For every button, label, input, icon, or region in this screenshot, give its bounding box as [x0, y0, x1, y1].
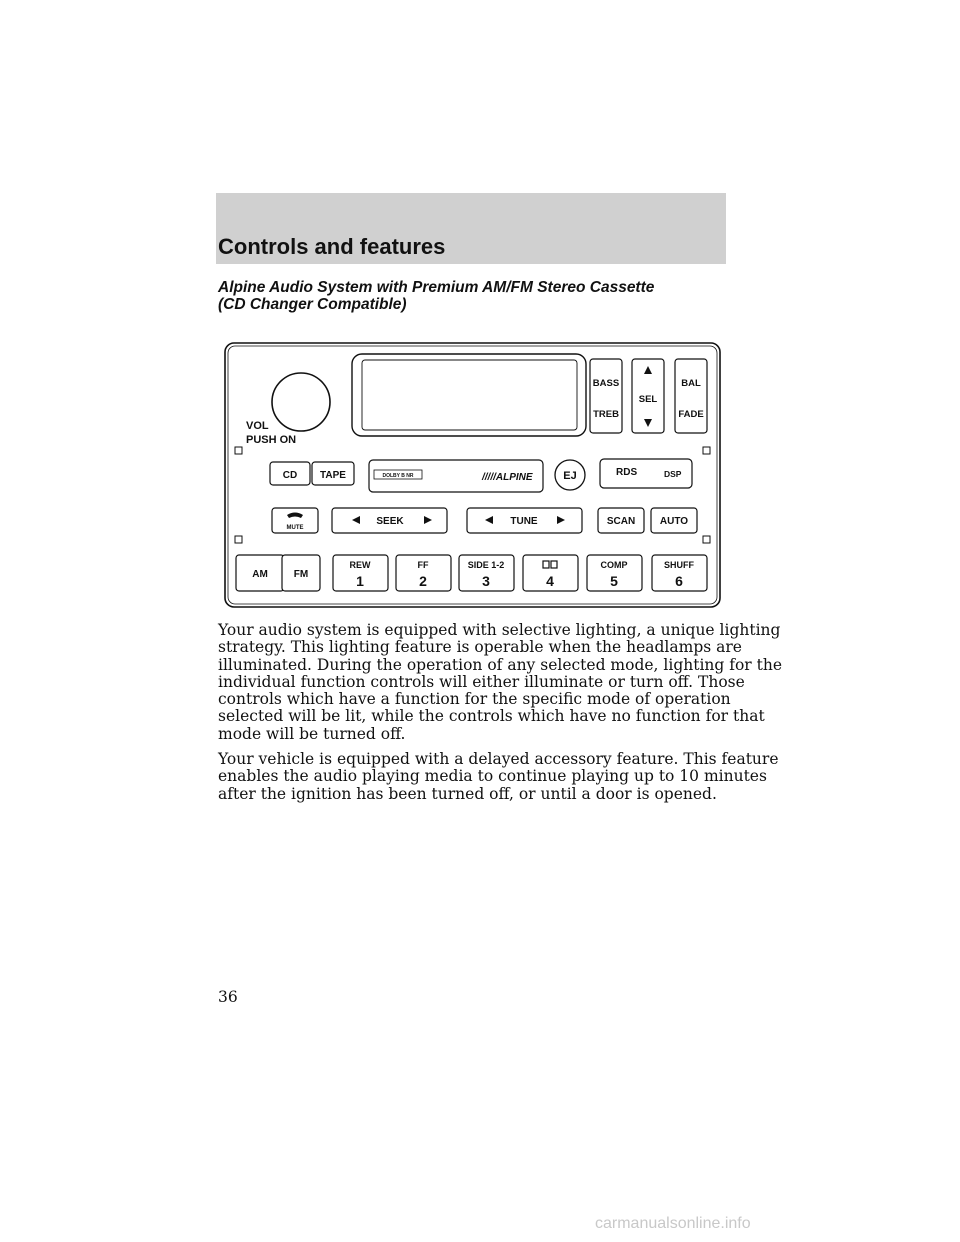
rds-dsp-button	[599, 458, 693, 489]
dolby-double-d-icon	[542, 560, 558, 569]
preset-number: 3	[482, 573, 490, 589]
tape-button	[311, 461, 355, 486]
tune-label: TUNE	[510, 516, 538, 527]
paragraph-selective-lighting: Your audio system is equipped with selec…	[218, 621, 782, 743]
seek-left-icon	[352, 516, 360, 524]
bass-label: BASS	[593, 378, 619, 389]
text-line: controls which have a function for the s…	[218, 690, 731, 709]
sel-up-arrow-icon	[644, 366, 652, 374]
cassette-door	[368, 459, 544, 493]
scan-button	[597, 507, 645, 534]
section-heading-line: (CD Changer Compatible)	[218, 296, 407, 313]
radio-faceplate-illustration: VOL PUSH ON BASS TREB SEL BAL FADE CD TA…	[224, 342, 721, 608]
preset-number: 2	[419, 573, 427, 589]
text-line: Your vehicle is equipped with a delayed …	[218, 750, 779, 769]
preset-label: FF	[418, 560, 429, 570]
seek-button	[331, 507, 448, 534]
preset-number: 6	[675, 573, 683, 589]
auto-label: AUTO	[660, 516, 688, 527]
text-line: individual function controls will either…	[218, 672, 745, 691]
preset-button-2	[395, 554, 452, 592]
preset-number: 5	[610, 573, 618, 589]
text-line: mode will be turned off.	[218, 724, 406, 743]
mute-button	[271, 507, 319, 534]
cd-button	[269, 461, 311, 486]
preset-number: 1	[356, 573, 364, 589]
fade-label: FADE	[678, 409, 703, 420]
preset-button-3	[458, 554, 515, 592]
rds-label: RDS	[616, 467, 637, 478]
preset-button-6	[651, 554, 708, 592]
text-line: selected will be lit, while the controls…	[218, 707, 765, 726]
page-title: Controls and features	[218, 234, 446, 259]
dsp-label: DSP	[664, 469, 682, 479]
tune-right-icon	[557, 516, 565, 524]
body-text: Your audio system is equipped with selec…	[218, 621, 782, 811]
eject-button	[554, 459, 586, 491]
preset-label: COMP	[601, 560, 628, 570]
volume-knob	[271, 372, 331, 432]
section-heading-line: Alpine Audio System with Premium AM/FM S…	[218, 279, 655, 296]
bass-treb-button	[589, 358, 623, 434]
treb-label: TREB	[593, 409, 619, 420]
section-heading: Alpine Audio System with Premium AM/FM S…	[218, 279, 738, 313]
preset-label: SIDE 1-2	[468, 560, 505, 570]
alpine-logo: /////ALPINE	[481, 472, 533, 483]
fm-button	[281, 554, 321, 592]
tune-left-icon	[485, 516, 493, 524]
preset-number: 4	[546, 573, 554, 589]
bal-label: BAL	[681, 378, 701, 389]
phone-icon	[287, 512, 303, 518]
push-on-label: PUSH ON	[246, 434, 296, 446]
mute-label: MUTE	[287, 525, 304, 531]
scan-label: SCAN	[607, 516, 635, 527]
seek-label: SEEK	[376, 516, 404, 527]
vol-label: VOL	[246, 420, 269, 432]
bal-fade-button	[674, 358, 708, 434]
text-line: illuminated. During the operation of any…	[218, 655, 783, 674]
sel-label: SEL	[639, 394, 658, 405]
tune-button	[466, 507, 583, 534]
text-line: enables the audio playing media to conti…	[218, 767, 767, 786]
dolby-label: DOLBY B NR	[382, 473, 413, 479]
header-band	[216, 193, 726, 264]
text-line: Your audio system is equipped with selec…	[218, 621, 781, 639]
page-number: 36	[218, 988, 238, 1006]
am-label: AM	[252, 569, 268, 580]
preset-button-5	[586, 554, 643, 592]
seek-right-icon	[424, 516, 432, 524]
text-line: strategy. This lighting feature is opera…	[218, 638, 742, 657]
paragraph-delayed-accessory: Your vehicle is equipped with a delayed …	[218, 750, 779, 803]
sel-down-arrow-icon	[644, 419, 652, 427]
text-line: after the ignition has been turned off, …	[218, 784, 717, 803]
ej-label: EJ	[563, 470, 576, 482]
preset-label: REW	[350, 560, 372, 570]
watermark: carmanualsonline.info	[595, 1215, 751, 1232]
fm-label: FM	[294, 569, 308, 580]
auto-button	[650, 507, 698, 534]
preset-label: SHUFF	[664, 560, 694, 570]
tape-label: TAPE	[320, 470, 346, 481]
preset-button-4	[522, 554, 579, 592]
preset-button-1	[332, 554, 389, 592]
sel-button	[631, 358, 665, 434]
cd-label: CD	[283, 470, 297, 481]
